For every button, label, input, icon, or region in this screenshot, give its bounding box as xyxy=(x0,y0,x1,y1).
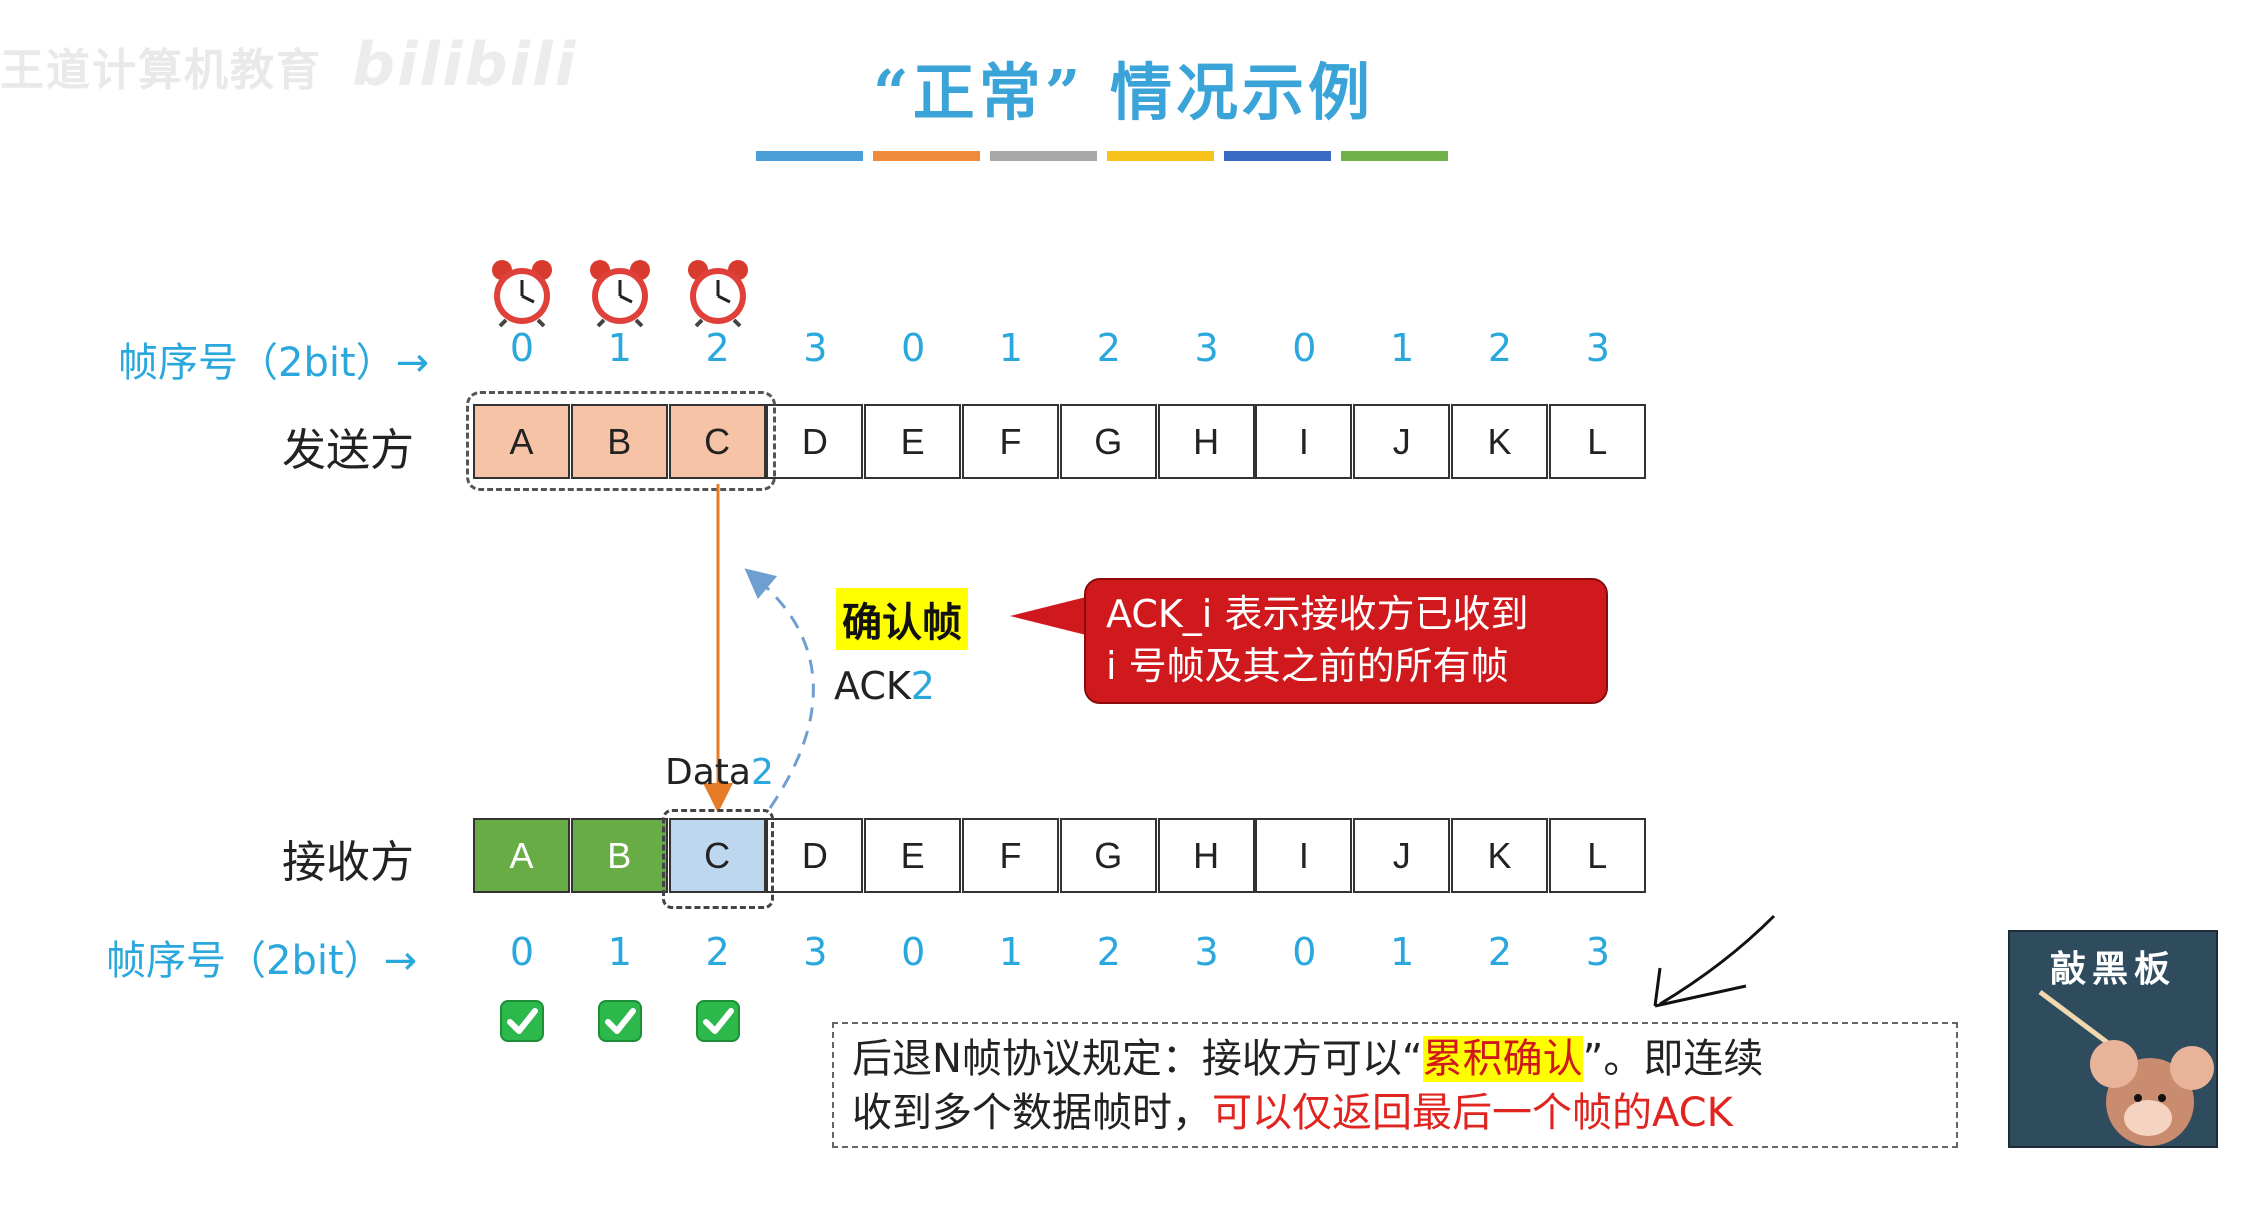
note-line1-suffix: ”。即连续 xyxy=(1583,1036,1764,1082)
mouse-teacher-icon xyxy=(2010,932,2218,1148)
note-highlight-last-ack: 可以仅返回最后一个帧的ACK xyxy=(1212,1090,1733,1136)
frame-cell: K xyxy=(1451,818,1548,893)
callout-line-1: ACK_i 表示接收方已收到 xyxy=(1106,588,1586,640)
receiver-seq-label: 帧序号（2bit）→ xyxy=(106,928,417,986)
data-prefix: Data xyxy=(665,752,751,793)
note-highlight-cumulative: 累积确认 xyxy=(1423,1036,1583,1082)
seq-number: 3 xyxy=(766,930,864,974)
seq-number: 1 xyxy=(1353,930,1451,974)
frame-cell: J xyxy=(1353,818,1450,893)
frame-cell: A xyxy=(473,818,570,893)
ack-frame-label: 确认帧 xyxy=(836,588,968,650)
pen-arrow-line xyxy=(1660,916,1774,1004)
note-line-1: 后退N帧协议规定：接收方可以“累积确认”。即连续 xyxy=(852,1032,1938,1086)
frame-cell: F xyxy=(962,818,1059,893)
callout-line1-rest: 表示接收方已收到 xyxy=(1224,592,1528,636)
seq-number: 1 xyxy=(571,930,669,974)
cumulative-ack-note: 后退N帧协议规定：接收方可以“累积确认”。即连续 收到多个数据帧时，可以仅返回最… xyxy=(832,1022,1958,1148)
receiver-label: 接收方 xyxy=(282,826,414,890)
check-mark-icon xyxy=(500,1000,544,1042)
ack-label: ACK2 xyxy=(834,664,935,708)
ack-callout: ACK_i 表示接收方已收到 i 号帧及其之前的所有帧 xyxy=(1084,578,1608,704)
frame-cell: E xyxy=(864,818,961,893)
seq-number: 2 xyxy=(669,930,767,974)
frame-cell: G xyxy=(1060,818,1157,893)
frame-cell: B xyxy=(571,818,668,893)
seq-number: 2 xyxy=(1060,930,1158,974)
seq-number: 2 xyxy=(1451,930,1549,974)
callout-term: ACK_i xyxy=(1106,592,1212,636)
note-line-2: 收到多个数据帧时，可以仅返回最后一个帧的ACK xyxy=(852,1086,1938,1140)
note-line1-prefix: 后退N帧协议规定：接收方可以“ xyxy=(852,1036,1423,1082)
blackboard-sticker: 敲黑板 xyxy=(2008,930,2218,1148)
note-line2-prefix: 收到多个数据帧时， xyxy=(852,1090,1212,1136)
ack-prefix: ACK xyxy=(834,664,911,708)
callout-pointer xyxy=(1010,596,1090,636)
seq-number: 0 xyxy=(1255,930,1353,974)
callout-line-2: i 号帧及其之前的所有帧 xyxy=(1106,640,1586,692)
receiver-window xyxy=(662,809,774,909)
seq-number: 0 xyxy=(864,930,962,974)
ack-number: 2 xyxy=(911,664,935,708)
seq-number: 3 xyxy=(1158,930,1256,974)
check-mark-icon xyxy=(696,1000,740,1042)
seq-number: 1 xyxy=(962,930,1060,974)
check-mark-icon xyxy=(598,1000,642,1042)
seq-number: 3 xyxy=(1549,930,1647,974)
frame-cell: H xyxy=(1158,818,1255,893)
seq-number: 0 xyxy=(473,930,571,974)
frame-cell: D xyxy=(766,818,863,893)
data-number: 2 xyxy=(751,752,774,793)
data-label: Data2 xyxy=(665,752,774,793)
frame-cell: L xyxy=(1549,818,1646,893)
frame-cell: I xyxy=(1255,818,1352,893)
